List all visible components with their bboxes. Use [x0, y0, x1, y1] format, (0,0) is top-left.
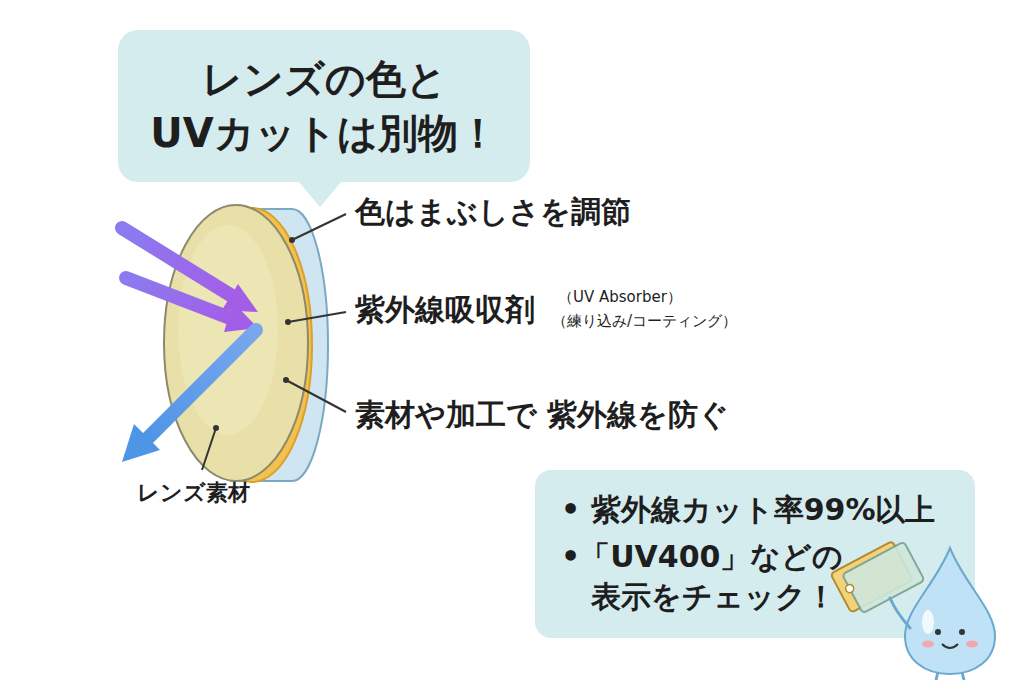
sub-label: （UV Absorber）: [558, 288, 682, 307]
part-name: レンズ素材: [137, 478, 250, 508]
speech-bubble: レンズの色と UVカットは別物！: [118, 30, 530, 182]
sub-label: （練り込み/コーティング）: [552, 312, 737, 331]
callout-label: 紫外線吸収剤: [355, 290, 535, 331]
bubble-tail: [298, 181, 348, 209]
callout-label: 素材や加工で 紫外線を防ぐ: [355, 395, 729, 436]
title-text: レンズの色と UVカットは別物！: [138, 52, 510, 160]
callout-label: 色はまぶしさを調節: [355, 192, 631, 233]
checklist-item: • 紫外線カット率99%以上: [561, 490, 951, 531]
